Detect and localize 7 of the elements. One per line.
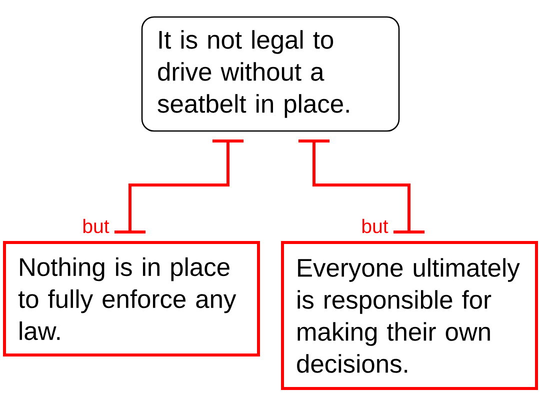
edge-label: but	[81, 218, 110, 234]
claim-box: It is not legal to drive without a seatbelt in place.	[141, 16, 400, 132]
connector	[298, 140, 424, 234]
objection-box: Everyone ultimately is responsible for making their own decisions.	[281, 241, 538, 390]
connector	[114, 140, 244, 234]
objection-box: Nothing is in place to fully enforce any law.	[3, 241, 260, 356]
edge-label: but	[360, 218, 390, 234]
